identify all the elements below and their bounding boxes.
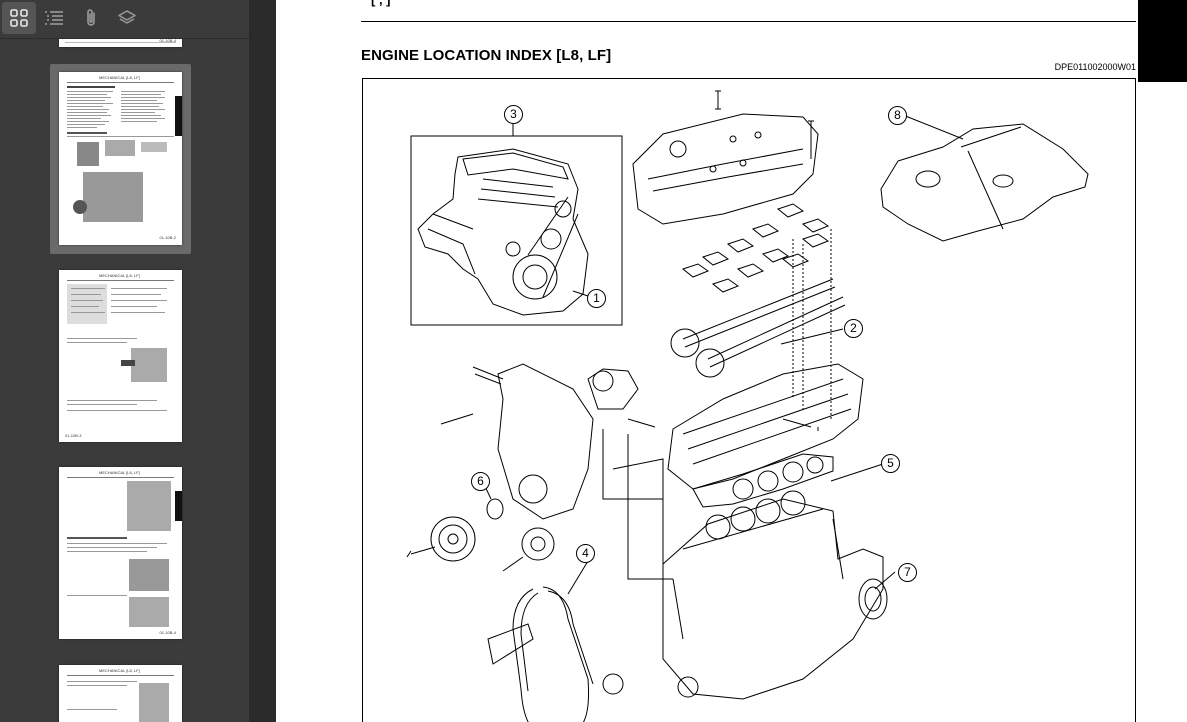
- page-thumbnail-5[interactable]: MECHANICAL [L8, LF]: [59, 665, 182, 722]
- viewer-background: [250, 0, 276, 722]
- document-id: DPE011002000W01: [1054, 62, 1136, 72]
- page-right-margin: [1138, 82, 1187, 722]
- callout-6: 6: [471, 472, 490, 491]
- section-title: ENGINE LOCATION INDEX [L8, LF]: [361, 47, 612, 64]
- layers-button[interactable]: [110, 2, 144, 34]
- callout-7: 7: [898, 563, 917, 582]
- thumbnail-sidebar: 01-10B-4 MECHANICAL [L8, LF]: [0, 0, 250, 722]
- attachments-button[interactable]: [74, 2, 108, 34]
- callout-1: 1: [587, 289, 606, 308]
- list-icon: [45, 11, 63, 25]
- paperclip-icon: [87, 9, 95, 26]
- page-thumbnail-2[interactable]: MECHANICAL [L8, LF] 01-10B: [59, 72, 182, 245]
- header-rule: [361, 21, 1136, 22]
- callout-4: 4: [576, 544, 595, 563]
- callout-8: 8: [888, 106, 907, 125]
- page-top-code: [ , ]: [371, 0, 391, 7]
- outline-button[interactable]: [37, 2, 71, 34]
- sidebar-toolbar: [0, 0, 249, 39]
- grid-icon: [10, 9, 28, 27]
- document-page: [ , ] ENGINE LOCATION INDEX [L8, LF] DPE…: [276, 0, 1138, 722]
- callout-5: 5: [881, 454, 900, 473]
- engine-exploded-diagram: 3 1 2 5 8 6 4 7: [362, 78, 1136, 722]
- engine-drawing: [406, 90, 1089, 722]
- page-thumbnail-3[interactable]: MECHANICAL [L8, LF] 01-10B-3: [59, 270, 182, 442]
- layers-icon: [118, 10, 136, 24]
- thumbnails-button[interactable]: [2, 2, 36, 34]
- page-thumbnail-4[interactable]: MECHANICAL [L8, LF] 01-10B-4: [59, 467, 182, 639]
- page-edge-tab: [1138, 0, 1187, 82]
- callout-3: 3: [504, 105, 523, 124]
- callout-2: 2: [844, 319, 863, 338]
